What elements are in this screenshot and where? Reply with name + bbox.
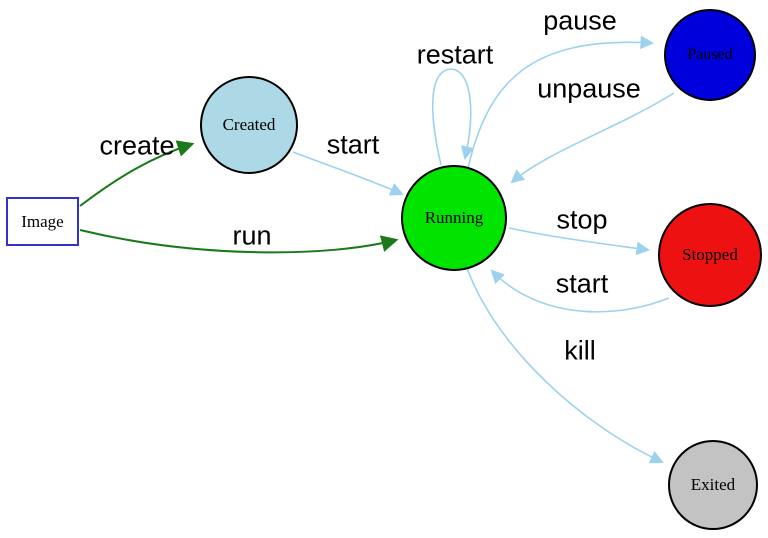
node-stopped: Stopped [658,203,762,307]
node-running-label: Running [424,208,484,227]
node-created: Created [200,76,298,174]
edge-label-run: run [232,220,272,251]
edge-label-create: create [99,130,175,161]
edge-run-arrow [79,229,399,254]
edge-pause-arrow [467,35,655,169]
node-image: Image [6,197,79,246]
edge-unpause-arrow [510,92,675,184]
edge-label-pause: pause [543,5,617,36]
edge-start-created-arrow [292,151,404,196]
edge-kill-arrow [466,267,664,464]
edge-stop-arrow [508,227,651,256]
node-stopped-label: Stopped [682,245,738,264]
edge-label-kill: kill [564,335,596,366]
edge-restart-arrow [431,68,475,166]
node-paused: Paused [664,9,756,101]
node-created-label: Created [222,115,276,134]
edge-label-stop: stop [556,204,608,235]
node-exited-label: Exited [690,475,736,494]
node-image-label: Image [21,211,64,231]
node-running: Running [401,165,507,271]
edge-label-restart: restart [416,39,494,70]
edge-create-arrow [79,140,195,207]
node-exited: Exited [668,440,758,530]
edge-label-start-stopped: start [555,268,609,299]
edge-label-unpause: unpause [537,73,641,104]
edge-start-stopped-arrow [490,269,670,313]
node-paused-label: Paused [687,46,733,63]
edge-label-start-created: start [326,129,380,160]
